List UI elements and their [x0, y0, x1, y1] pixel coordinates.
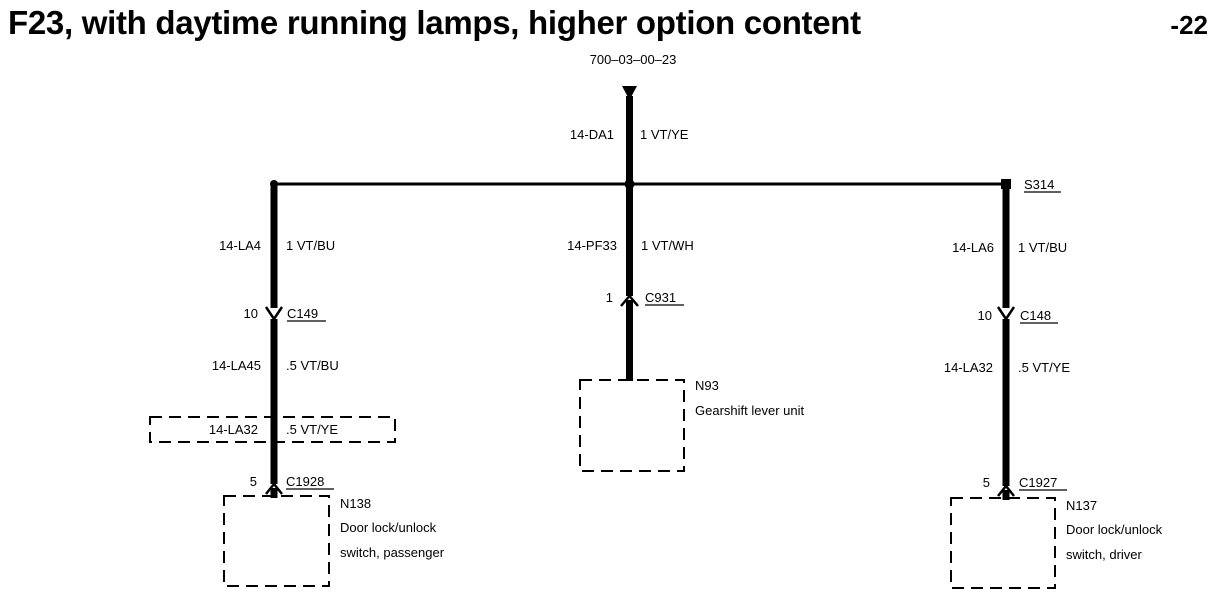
- left-wire2-color: .5 VT/BU: [286, 358, 339, 373]
- source-ref-label: 700–03–00–23: [590, 52, 677, 67]
- middle-wire1-circuit: 14-PF33: [567, 238, 617, 253]
- page-title: F23, with daytime running lamps, higher …: [8, 4, 861, 41]
- alt-wire-dashed-box: [149, 416, 396, 443]
- component-n137-line1: Door lock/unlock: [1066, 522, 1163, 537]
- left-wire1-color: 1 VT/BU: [286, 238, 335, 253]
- right-wire2-circuit: 14-LA32: [944, 360, 993, 375]
- component-n137-line2: switch, driver: [1066, 547, 1143, 562]
- top-wire-circuit: 14-DA1: [570, 127, 614, 142]
- feed-arrow: [622, 86, 637, 100]
- left-connector1-symbol: [264, 306, 284, 322]
- right-connector2-name: C1927: [1019, 475, 1057, 490]
- middle-connector1-name: C931: [645, 290, 676, 305]
- middle-connector1-symbol: [620, 294, 639, 307]
- right-connector2-pin: 5: [983, 475, 990, 490]
- left-wire1-circuit: 14-LA4: [219, 238, 261, 253]
- left-alt-wire-color: .5 VT/YE: [286, 422, 338, 437]
- right-connector1-name: C148: [1020, 308, 1051, 323]
- left-connector1-name: C149: [287, 306, 318, 321]
- component-n138-id: N138: [340, 496, 371, 511]
- right-connector1-pin: 10: [978, 308, 992, 323]
- component-n138-line1: Door lock/unlock: [340, 520, 437, 535]
- right-wire1-color: 1 VT/BU: [1018, 240, 1067, 255]
- left-connector2-symbol: [265, 481, 283, 495]
- left-wire2-circuit: 14-LA45: [212, 358, 261, 373]
- left-connector2-name: C1928: [286, 474, 324, 489]
- right-wire1-circuit: 14-LA6: [952, 240, 994, 255]
- middle-connector1-pin: 1: [606, 290, 613, 305]
- right-connector1-symbol: [996, 306, 1016, 322]
- component-n93-line1: Gearshift lever unit: [695, 403, 804, 418]
- component-n138-box: [223, 495, 330, 587]
- component-n137-id: N137: [1066, 498, 1097, 513]
- component-n137-box: [950, 497, 1056, 589]
- right-connector2-symbol: [997, 483, 1015, 497]
- right-wire2-color: .5 VT/YE: [1018, 360, 1070, 375]
- component-n93-id: N93: [695, 378, 719, 393]
- page-number: -22: [1170, 10, 1208, 40]
- left-alt-wire-circuit: 14-LA32: [209, 422, 258, 437]
- component-n138-line2: switch, passenger: [340, 545, 445, 560]
- component-n93-box: [579, 379, 685, 472]
- splice-marker: [1001, 179, 1011, 189]
- top-wire-color: 1 VT/YE: [640, 127, 689, 142]
- middle-wire1-color: 1 VT/WH: [641, 238, 694, 253]
- left-connector2-pin: 5: [250, 474, 257, 489]
- splice-label: S314: [1024, 177, 1054, 192]
- left-connector1-pin: 10: [244, 306, 258, 321]
